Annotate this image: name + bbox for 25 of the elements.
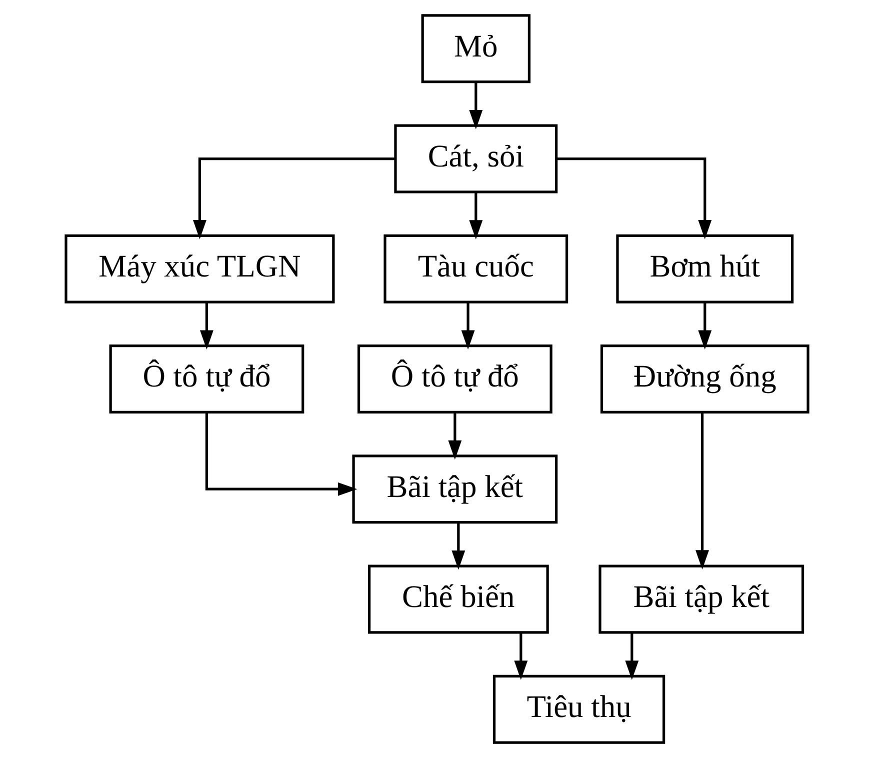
arrow: [451, 522, 465, 570]
node-box: Bãi tập kết: [598, 564, 804, 634]
arrow: [695, 412, 708, 570]
arrow: [460, 302, 474, 350]
node-box: Bãi tập kết: [352, 454, 558, 524]
arrow: [556, 157, 712, 240]
arrow: [204, 412, 357, 496]
node-box: Mỏ: [420, 14, 530, 84]
node-box: Ô tô tự đổ: [356, 344, 552, 414]
arrow: [698, 302, 712, 350]
node-box: Ô tô tự đổ: [108, 344, 304, 414]
arrow: [192, 157, 395, 240]
node-box: Chế biến: [367, 564, 548, 634]
node-box: Bơm hút: [616, 234, 794, 304]
arrow: [624, 632, 638, 680]
node-box: Tiêu thụ: [492, 674, 665, 744]
arrow: [514, 632, 528, 680]
arrow: [468, 192, 482, 240]
arrow: [448, 412, 462, 460]
node-box: Đường ống: [600, 344, 809, 414]
node-box: Máy xúc TLGN: [64, 234, 334, 304]
node-box: Cát, sỏi: [394, 124, 558, 194]
arrow: [199, 302, 213, 350]
node-box: Tàu cuốc: [383, 234, 568, 304]
arrow: [468, 82, 482, 130]
